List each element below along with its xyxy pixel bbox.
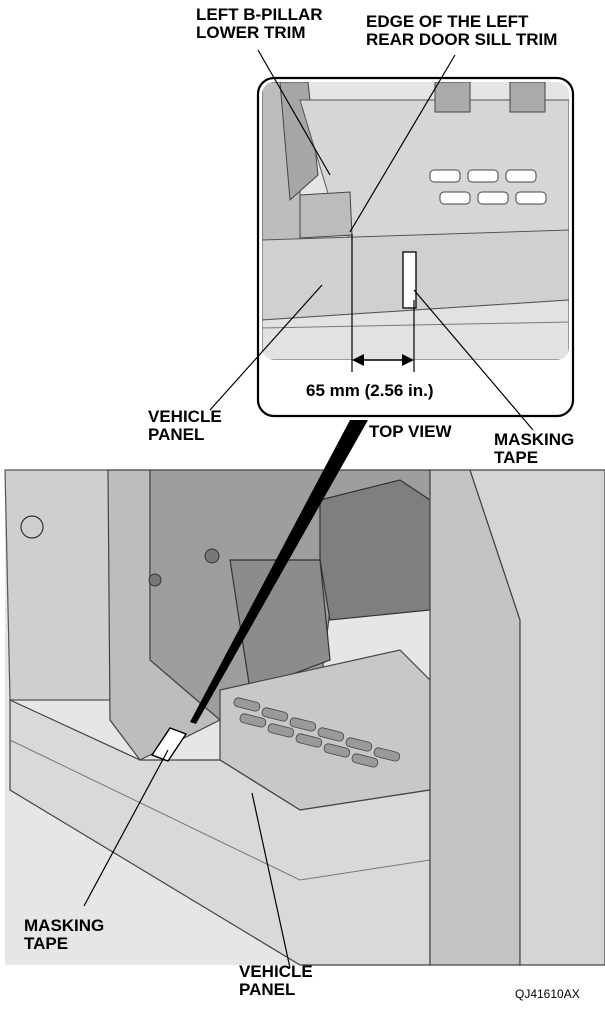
label-vehicle-panel-upper: VEHICLE PANEL [148,408,222,444]
label-vehicle-panel-lower-line2: PANEL [239,980,296,999]
label-masking-tape-lower: MASKING TAPE [24,917,104,953]
top-view-detail [256,76,575,418]
label-vehicle-panel-lower: VEHICLE PANEL [239,963,313,999]
fastener-icon [20,515,44,539]
label-sill-trim-edge: EDGE OF THE LEFT REAR DOOR SILL TRIM [366,13,557,49]
label-vehicle-panel-lower-line1: VEHICLE [239,962,313,981]
figure-code: QJ41610AX [515,987,580,1001]
label-b-pillar-trim: LEFT B-PILLAR LOWER TRIM [196,6,323,42]
zoom-wedge [190,420,368,724]
label-vehicle-panel-upper-line2: PANEL [148,425,205,444]
dimension-label: 65 mm (2.56 in.) [306,381,434,400]
label-masking-tape-lower-line1: MASKING [24,916,105,935]
label-b-pillar-line1: LEFT B-PILLAR [196,5,323,24]
vehicle-illustration [4,469,605,966]
masking-tape-detail [402,251,417,309]
label-masking-tape-upper-line2: TAPE [494,448,539,467]
label-masking-tape-lower-line2: TAPE [24,934,69,953]
leader-lines [83,49,534,969]
label-sill-edge-line2: REAR DOOR SILL TRIM [366,30,558,49]
label-vehicle-panel-upper-line1: VEHICLE [148,407,222,426]
label-sill-edge-line1: EDGE OF THE LEFT [366,12,529,31]
label-top-view-text: TOP VIEW [369,422,452,441]
label-masking-tape-upper-line1: MASKING [494,430,575,449]
label-top-view: TOP VIEW [369,423,452,441]
label-b-pillar-line2: LOWER TRIM [196,23,306,42]
label-masking-tape-upper: MASKING TAPE [494,431,574,467]
